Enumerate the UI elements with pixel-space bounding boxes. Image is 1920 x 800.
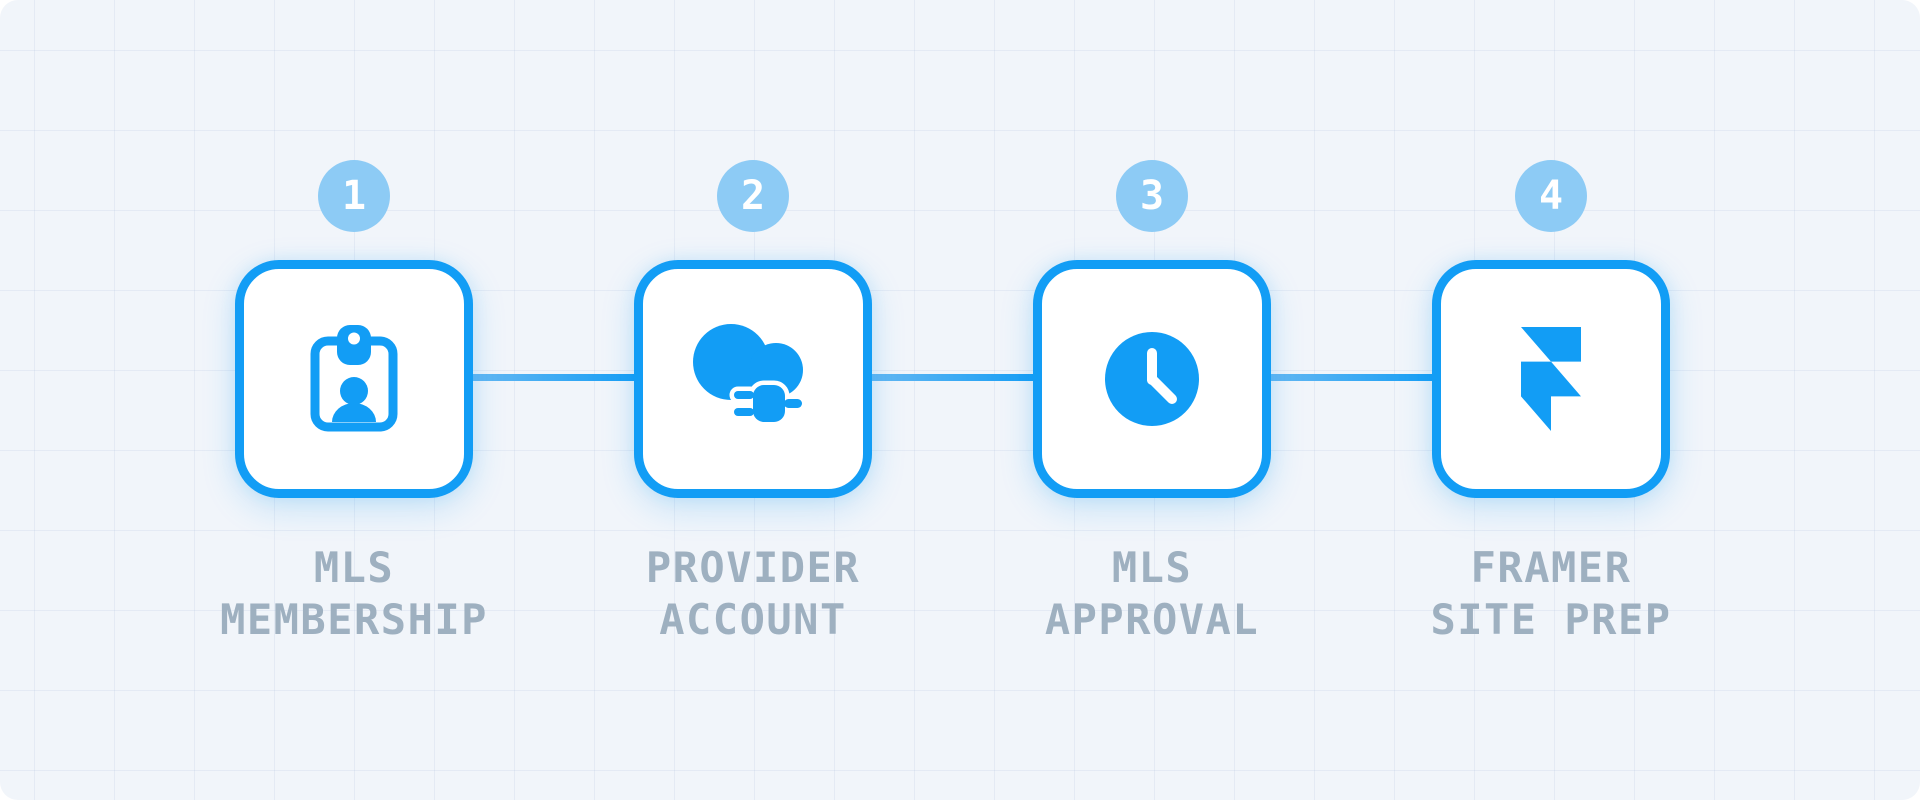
step-2-label-line1: PROVIDER (645, 543, 861, 592)
framer-logo-icon (1521, 327, 1581, 431)
connector-line-3-4 (1268, 374, 1438, 381)
step-4-label-line2: SITE PREP (1430, 595, 1672, 644)
step-1-label: MLS MEMBERSHIP (134, 542, 574, 646)
connector-line-2-3 (869, 374, 1039, 381)
step-1-box (235, 260, 473, 498)
step-1-number-badge: 1 (318, 160, 390, 232)
clock-icon (1105, 332, 1199, 426)
id-badge-icon (310, 325, 398, 432)
step-4-label-line1: FRAMER (1470, 543, 1632, 592)
step-3-label: MLS APPROVAL (932, 542, 1372, 646)
step-3-label-line2: APPROVAL (1044, 595, 1260, 644)
step-2-number-badge: 2 (717, 160, 789, 232)
step-1-label-line2: MEMBERSHIP (220, 595, 488, 644)
cloud-plug-icon (693, 324, 807, 427)
step-4-box (1432, 260, 1670, 498)
step-3-box (1033, 260, 1271, 498)
step-3-label-line1: MLS (1111, 543, 1193, 592)
step-4-label: FRAMER SITE PREP (1331, 542, 1771, 646)
connector-line-1-2 (470, 374, 640, 381)
step-1-label-line1: MLS (313, 543, 395, 592)
step-2-label-line2: ACCOUNT (659, 595, 847, 644)
step-3-number-badge: 3 (1116, 160, 1188, 232)
step-2-label: PROVIDER ACCOUNT (533, 542, 973, 646)
step-4-number-badge: 4 (1515, 160, 1587, 232)
step-2-box (634, 260, 872, 498)
